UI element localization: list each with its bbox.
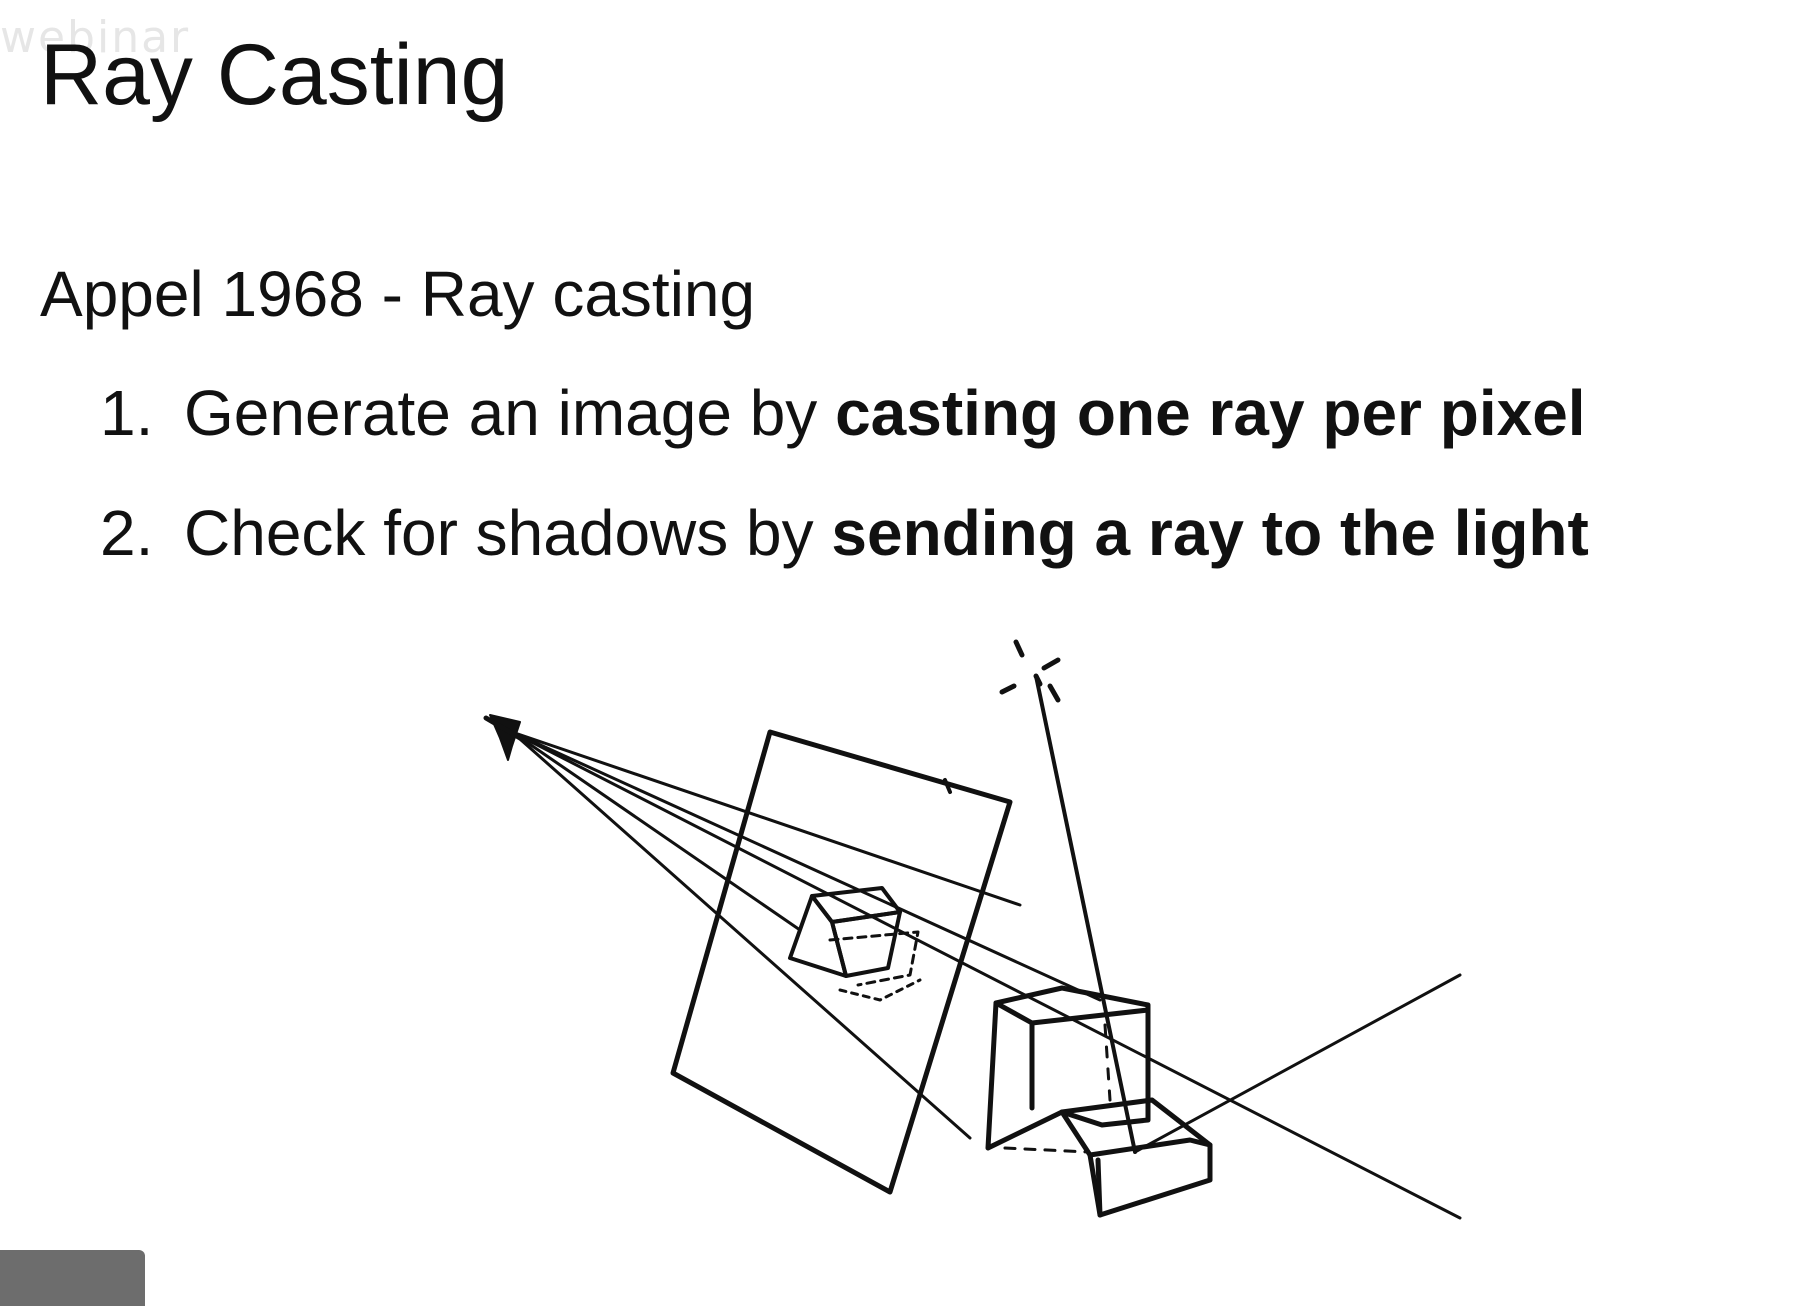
eye-icon — [483, 714, 523, 761]
steps-list: 1. Generate an image by casting one ray p… — [100, 375, 1589, 615]
step-number: 1. — [100, 377, 154, 449]
step-text: Generate an image by — [184, 377, 836, 449]
block-object — [985, 985, 1213, 1218]
light-source-icon — [999, 639, 1061, 703]
video-thumbnail[interactable] — [0, 1250, 145, 1306]
step-emphasis: sending a ray to the light — [831, 497, 1589, 569]
step-emphasis: casting one ray per pixel — [835, 377, 1586, 449]
slide-subtitle: Appel 1968 - Ray casting — [40, 258, 756, 330]
view-rays — [510, 730, 1462, 1220]
image-plane — [670, 729, 1013, 1195]
step-number: 2. — [100, 497, 154, 569]
shadow-ray — [1034, 674, 1137, 1154]
reflected-ray — [1133, 973, 1462, 1154]
projected-object — [788, 886, 922, 1002]
list-item: 1. Generate an image by casting one ray p… — [100, 375, 1589, 495]
step-text: Check for shadows by — [184, 497, 832, 569]
slide-title: Ray Casting — [40, 27, 509, 123]
list-item: 2. Check for shadows by sending a ray to … — [100, 495, 1589, 615]
watermark: webinar — [0, 12, 191, 63]
